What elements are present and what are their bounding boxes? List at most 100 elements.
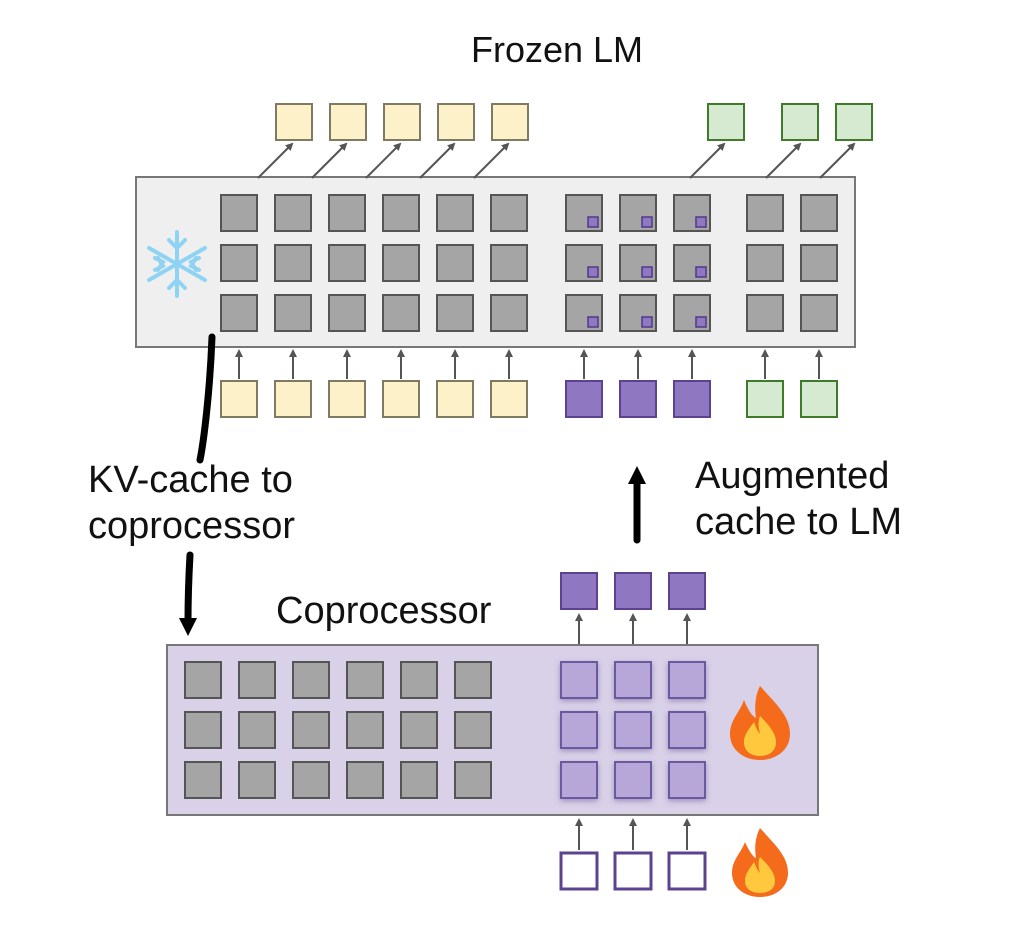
latent-embeddings-to-lm [565,380,711,418]
generated-input-tokens [746,380,838,418]
kv-cache-arrow-head-line [179,551,198,636]
snowflake-icon [147,230,207,298]
input-token [436,380,474,418]
query-embedding [559,851,599,891]
frozen-lm-title: Frozen LM [471,29,643,70]
input-token [220,380,258,418]
coprocessor-cell [346,711,384,749]
coprocessor-cell [400,711,438,749]
coprocessor-output-arrows [575,613,691,644]
latent-marker [587,216,599,228]
latent-marker [641,316,653,328]
coprocessor-cell [184,661,222,699]
coprocessor-cell [400,761,438,799]
coprocessor-cell [184,711,222,749]
kv-cache-arrow [196,333,216,464]
lm-cell [220,294,258,332]
trainable-cell [668,711,706,749]
coprocessor-title: Coprocessor [276,590,492,632]
coprocessor-cell [238,711,276,749]
coprocessor-cell [238,761,276,799]
latent-marker [641,266,653,278]
query-embedding [667,851,707,891]
latent-marker [695,266,707,278]
coprocessor-cell [454,761,492,799]
lm-cell [800,194,838,232]
lm-cell [490,294,528,332]
augmented-cache-label: Augmented cache to LM [695,455,902,543]
augmented-cache-label-line: cache to LM [695,501,902,543]
latent-marker [641,216,653,228]
input-token [382,380,420,418]
trainable-query-embeddings [559,851,707,891]
lm-cell [328,294,366,332]
lm-cell [382,244,420,282]
lm-cell [746,244,784,282]
latent-embedding [560,572,598,610]
latent-embedding [614,572,652,610]
lm-cell [436,244,474,282]
output-token [275,103,313,141]
kv-cache-label-line: KV-cache to [88,459,293,501]
lm-cell [382,294,420,332]
coprocessor-cell [292,761,330,799]
coprocessor-cell [292,711,330,749]
coprocessor-cell [292,661,330,699]
lm-cell [746,294,784,332]
coprocessor-output-latents [560,572,706,610]
input-token [274,380,312,418]
lm-cell [274,194,312,232]
coprocessor-cache-cells [184,661,492,799]
trainable-cell [614,661,652,699]
coprocessor-cell [454,661,492,699]
augmented-cache-label-line: Augmented [695,455,889,497]
coprocessor-cell [346,761,384,799]
lm-cell [746,194,784,232]
lm-cell [436,194,474,232]
query-input-arrows [575,818,691,850]
output-token [329,103,367,141]
latent-marker [587,316,599,328]
query-embedding [613,851,653,891]
lm-cell [274,244,312,282]
lm-cell [490,244,528,282]
generated-token [746,380,784,418]
trainable-cell [560,711,598,749]
fire-icon [732,828,788,897]
output-token [491,103,529,141]
lm-cell [274,294,312,332]
coprocessor-cell [454,711,492,749]
latent-marker [587,266,599,278]
input-arrows [235,349,823,379]
output-arrows [257,142,856,179]
output-token [835,103,873,141]
trainable-cell [668,761,706,799]
coprocessor-cell [238,661,276,699]
latent-markers [587,216,707,328]
output-token [707,103,745,141]
lm-augmented-cell [673,294,711,332]
output-token [437,103,475,141]
lm-cell [490,194,528,232]
trainable-cell [560,661,598,699]
input-token [328,380,366,418]
latent-embedding [619,380,657,418]
lm-cell [800,294,838,332]
kv-cache-label: KV-cache to coprocessor [88,459,303,547]
latent-embedding [565,380,603,418]
lm-cell [328,194,366,232]
coprocessor-cell [400,661,438,699]
output-token [781,103,819,141]
lm-cell [436,294,474,332]
lm-cell [382,194,420,232]
fire-icon [730,686,790,760]
output-input-tokens [275,103,529,141]
lm-cell [328,244,366,282]
kv-cache-label-line: coprocessor [88,505,295,547]
latent-marker [695,316,707,328]
coprocessor-cell [346,661,384,699]
lm-cell [220,194,258,232]
frozen-lm-cells [220,194,838,332]
input-token [490,380,528,418]
